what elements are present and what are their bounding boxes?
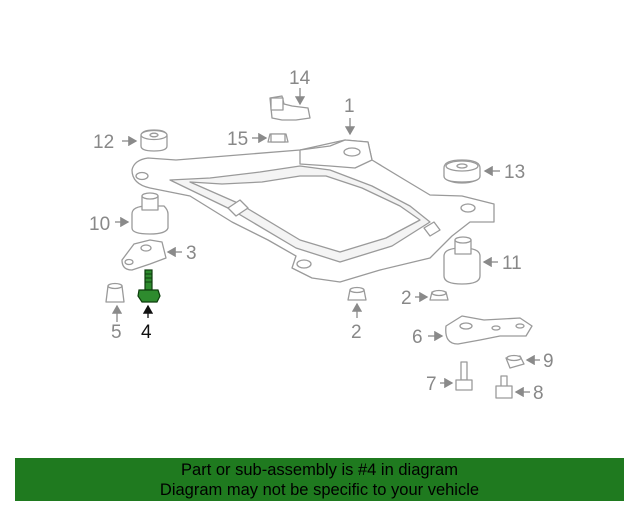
- callout-5: 5: [111, 322, 122, 343]
- callout-8: 8: [533, 383, 544, 404]
- subframe-crossmember: [131, 139, 495, 283]
- nut-9: [505, 354, 540, 369]
- nut-2-center: [347, 286, 367, 318]
- callout-4: 4: [141, 322, 152, 343]
- bolt-4-highlighted: [137, 269, 161, 318]
- bushing-13: [443, 159, 500, 184]
- parts-diagram: 14 1 12 15 13 10 3 11 4 5 2 2 6 9 7 8: [89, 68, 554, 404]
- callout-2-right: 2: [401, 288, 412, 309]
- nut-15: [252, 132, 289, 144]
- bolt-7: [440, 361, 473, 391]
- callout-6: 6: [412, 327, 423, 348]
- banner-line-1: Part or sub-assembly is #4 in diagram: [181, 461, 458, 479]
- callout-1: 1: [344, 96, 355, 117]
- info-banner: Part or sub-assembly is #4 in diagram Di…: [15, 458, 624, 501]
- bushing-11: [443, 236, 498, 285]
- callout-12: 12: [93, 132, 114, 153]
- banner-line-2: Diagram may not be specific to your vehi…: [159, 481, 480, 499]
- bracket-6: [428, 315, 533, 345]
- bushing-12: [122, 129, 168, 152]
- callout-13: 13: [504, 162, 525, 183]
- callout-11: 11: [502, 253, 522, 274]
- bushing-10: [115, 192, 169, 235]
- callout-10: 10: [89, 214, 110, 235]
- nut-5: [105, 282, 125, 322]
- callout-2-center: 2: [351, 322, 362, 343]
- bolt-8: [495, 375, 530, 399]
- bracket-14: [269, 88, 311, 121]
- callout-7: 7: [426, 374, 437, 395]
- callout-14: 14: [289, 68, 311, 89]
- callout-9: 9: [543, 351, 554, 372]
- bracket-3: [121, 239, 182, 271]
- callout-15: 15: [227, 129, 248, 150]
- callout-3: 3: [186, 243, 197, 264]
- nut-2-right: [415, 289, 449, 303]
